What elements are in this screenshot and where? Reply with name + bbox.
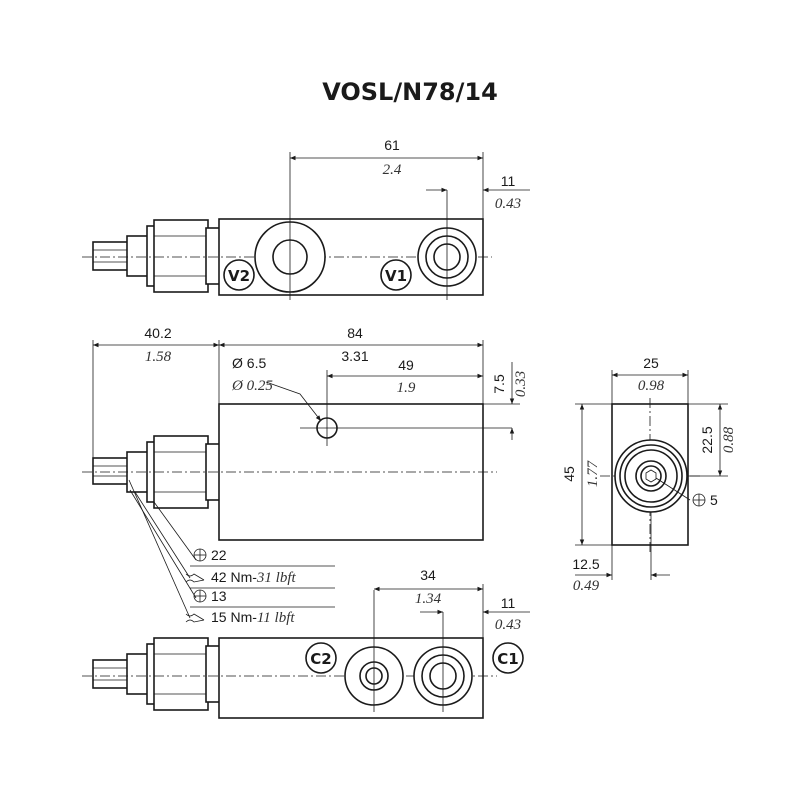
dim-40-2: 40.2 <box>144 325 171 341</box>
dim-61-in: 2.4 <box>383 162 402 178</box>
dim-11-top: 11 <box>501 173 516 189</box>
dim-40-2-in: 1.58 <box>145 349 172 365</box>
hex-key-size: 5 <box>710 492 718 508</box>
wrench-icon <box>185 613 205 623</box>
cartridge-stem <box>92 241 130 271</box>
dim-7-5-in: 0.33 <box>513 371 529 397</box>
dim-25-in: 0.98 <box>638 378 665 394</box>
torque-15-nm: 15 Nm- <box>211 609 257 625</box>
dim-22-5: 22.5 <box>699 426 715 453</box>
dim-84-in: 3.31 <box>341 348 368 364</box>
dim-11-top-in: 0.43 <box>495 196 521 212</box>
torque-42-nm: 42 Nm- <box>211 569 257 585</box>
dim-25: 25 <box>643 355 659 371</box>
front-view: 40.2 1.58 84 3.31 Ø 6.5 Ø 0.25 49 1.9 7.… <box>82 325 529 626</box>
dim-11-bottom-in: 0.43 <box>495 617 521 633</box>
dim-45: 45 <box>561 466 577 482</box>
port-label-c2: C2 <box>310 650 331 668</box>
torque-11-lbft: 11 lbft <box>257 610 295 626</box>
dim-hole-dia: Ø 6.5 <box>232 355 266 371</box>
dim-61: 61 <box>384 137 400 153</box>
svg-text:42 Nm-31 lbft: 42 Nm-31 lbft <box>211 569 296 586</box>
top-view: V2 V1 61 2.4 11 0.43 <box>82 137 530 300</box>
dim-49: 49 <box>398 357 414 373</box>
dim-34: 34 <box>420 567 436 583</box>
side-view: 25 0.98 45 1.77 22.5 0.88 5 12.5 0.49 <box>561 355 737 594</box>
wrench-icon <box>185 573 205 583</box>
dim-84: 84 <box>347 325 363 341</box>
hex-socket <box>645 469 657 483</box>
wrench-13: 13 <box>211 588 227 604</box>
bottom-view: C2 C1 34 1.34 11 0.43 <box>82 567 530 719</box>
dim-hole-dia-in: Ø 0.25 <box>231 378 273 394</box>
port-label-c1: C1 <box>497 650 518 668</box>
port-label-v1: V1 <box>385 267 407 285</box>
dim-45-in: 1.77 <box>585 459 601 487</box>
cartridge-stem-front <box>92 457 130 485</box>
dim-7-5: 7.5 <box>491 374 507 394</box>
dim-12-5-in: 0.49 <box>573 578 600 594</box>
torque-31-lbft: 31 lbft <box>256 570 297 586</box>
port-label-v2: V2 <box>228 267 250 285</box>
svg-text:15 Nm-11 lbft: 15 Nm-11 lbft <box>211 609 295 626</box>
dim-22-5-in: 0.88 <box>721 426 737 453</box>
dim-12-5: 12.5 <box>572 556 599 572</box>
cartridge-hex <box>153 219 209 293</box>
dim-11-bottom: 11 <box>501 595 516 611</box>
drawing-title: VOSL/N78/14 <box>322 78 498 106</box>
locknut <box>126 235 150 277</box>
dim-49-in: 1.9 <box>397 380 416 396</box>
wrench-22: 22 <box>211 547 227 563</box>
dim-34-in: 1.34 <box>415 591 442 607</box>
